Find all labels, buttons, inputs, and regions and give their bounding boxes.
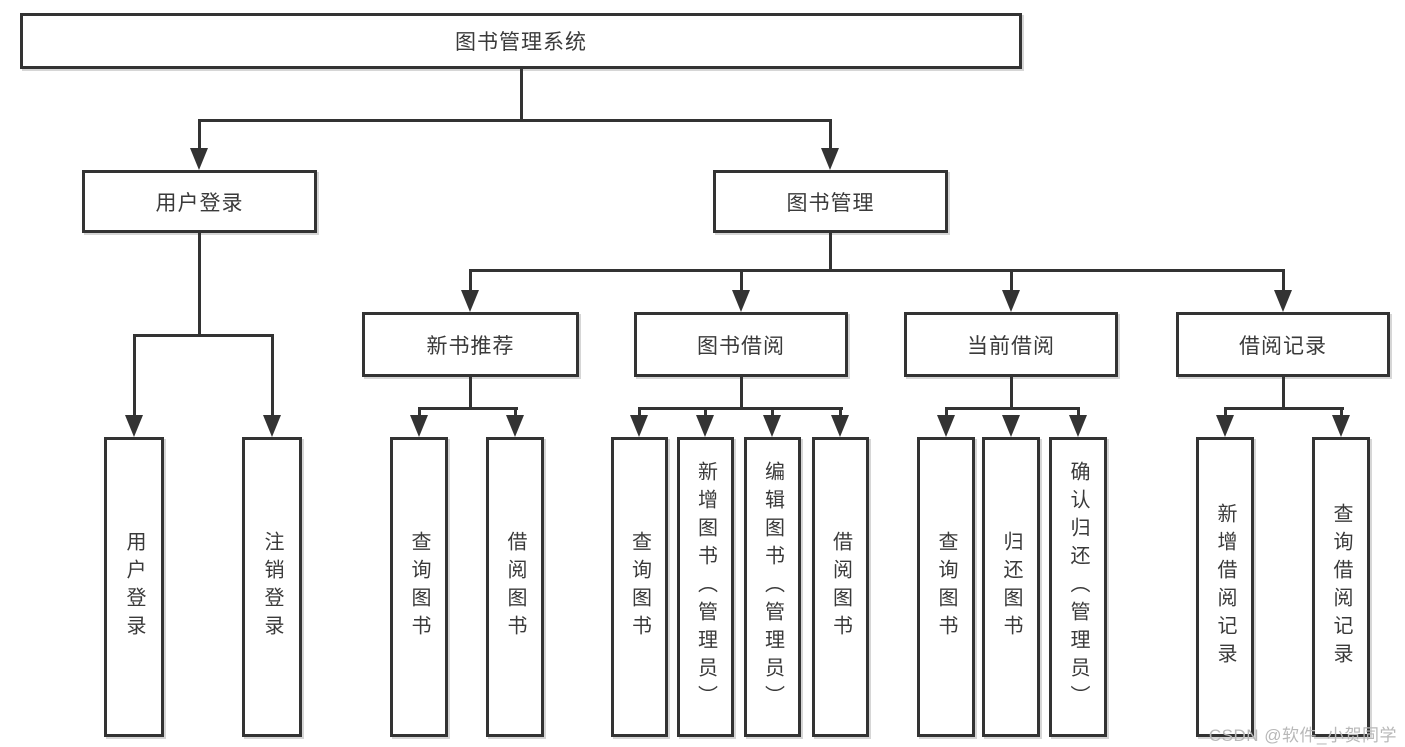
connector-line — [469, 270, 472, 296]
connector-line — [418, 407, 421, 419]
node-label: 注销登录 — [261, 531, 283, 643]
node-leaf-add-borrow-record: 新增借阅记录 — [1196, 437, 1254, 737]
arrowhead-down — [190, 148, 208, 170]
node-leaf-return-book: 归还图书 — [982, 437, 1040, 737]
arrowhead-down — [263, 415, 281, 437]
connector-line — [638, 407, 843, 410]
connector-line — [469, 269, 1285, 272]
node-label: 查询借阅记录 — [1330, 503, 1352, 671]
connector-line — [514, 407, 517, 419]
node-label: 借阅记录 — [1239, 334, 1327, 358]
node-label: 图书借阅 — [697, 334, 785, 358]
connector-line — [829, 233, 832, 270]
arrowhead-down — [696, 415, 714, 437]
connector-line — [1077, 407, 1080, 419]
connector-line — [520, 68, 523, 120]
connector-line — [469, 377, 472, 408]
node-label: 查询图书 — [935, 531, 957, 643]
arrowhead-down — [821, 148, 839, 170]
connector-line — [198, 119, 832, 122]
connector-line — [133, 334, 274, 337]
node-leaf-confirm-return-admin: 确认归还（管理员） — [1049, 437, 1107, 737]
connector-line — [198, 120, 201, 160]
connector-line — [1010, 270, 1013, 296]
node-borrowing-records: 借阅记录 — [1176, 312, 1390, 377]
node-leaf-query-books-1: 查询图书 — [390, 437, 448, 737]
arrowhead-down — [1002, 290, 1020, 312]
node-leaf-user-login: 用户登录 — [104, 437, 164, 737]
connector-line — [1340, 407, 1343, 419]
node-label: 当前借阅 — [967, 334, 1055, 358]
node-label: 图书管理 — [786, 191, 875, 215]
node-label: 归还图书 — [1000, 531, 1022, 643]
connector-line — [829, 120, 832, 160]
connector-line — [638, 407, 641, 419]
node-new-book-recommend: 新书推荐 — [362, 312, 579, 377]
node-label: 新增图书（管理员） — [694, 461, 717, 713]
arrowhead-down — [937, 415, 955, 437]
connector-line — [704, 407, 707, 419]
node-label: 编辑图书（管理员） — [761, 461, 784, 713]
node-label: 新增借阅记录 — [1214, 503, 1236, 671]
node-leaf-query-books-2: 查询图书 — [611, 437, 668, 737]
node-book-borrowing: 图书借阅 — [634, 312, 848, 377]
csdn-watermark: CSDN @软件_小贺同学 — [1208, 726, 1397, 745]
node-leaf-query-borrow-record: 查询借阅记录 — [1312, 437, 1370, 737]
arrowhead-down — [763, 415, 781, 437]
node-label: 查询图书 — [628, 531, 651, 643]
node-leaf-logout: 注销登录 — [242, 437, 302, 737]
connector-line — [740, 270, 743, 296]
arrowhead-down — [1216, 415, 1234, 437]
arrowhead-down — [831, 415, 849, 437]
node-label: 借阅图书 — [829, 531, 852, 643]
node-leaf-edit-book-admin: 编辑图书（管理员） — [744, 437, 801, 737]
arrowhead-down — [1069, 415, 1087, 437]
arrowhead-down — [506, 415, 524, 437]
node-label: 查询图书 — [408, 531, 430, 643]
arrowhead-down — [410, 415, 428, 437]
node-leaf-query-books-3: 查询图书 — [917, 437, 975, 737]
arrowhead-down — [461, 290, 479, 312]
connector-line — [740, 377, 743, 408]
node-leaf-borrow-books-2: 借阅图书 — [812, 437, 869, 737]
connector-line — [771, 407, 774, 419]
connector-line — [945, 407, 1080, 410]
connector-line — [1282, 377, 1285, 408]
connector-line — [271, 335, 274, 420]
arrowhead-down — [1332, 415, 1350, 437]
node-leaf-add-book-admin: 新增图书（管理员） — [677, 437, 734, 737]
arrowhead-down — [1274, 290, 1292, 312]
node-label: 新书推荐 — [426, 334, 515, 358]
connector-line — [1224, 407, 1227, 419]
node-label: 用户登录 — [123, 531, 145, 643]
arrowhead-down — [1002, 415, 1020, 437]
connector-line — [418, 407, 518, 410]
connector-line — [839, 407, 842, 419]
node-book-management: 图书管理 — [713, 170, 948, 233]
connector-line — [198, 233, 201, 335]
connector-line — [1010, 377, 1013, 408]
connector-line — [945, 407, 948, 419]
node-leaf-borrow-books-1: 借阅图书 — [486, 437, 544, 737]
arrowhead-down — [630, 415, 648, 437]
node-current-borrowing: 当前借阅 — [904, 312, 1118, 377]
node-user-login: 用户登录 — [82, 170, 317, 233]
connector-line — [1224, 407, 1344, 410]
connector-line — [133, 335, 136, 420]
node-label: 用户登录 — [155, 191, 244, 215]
node-label: 借阅图书 — [504, 531, 526, 643]
arrowhead-down — [732, 290, 750, 312]
node-label: 确认归还（管理员） — [1067, 461, 1089, 713]
node-label: 图书管理系统 — [455, 31, 587, 54]
connector-line — [1282, 270, 1285, 296]
node-library-system: 图书管理系统 — [20, 13, 1022, 69]
arrowhead-down — [125, 415, 143, 437]
